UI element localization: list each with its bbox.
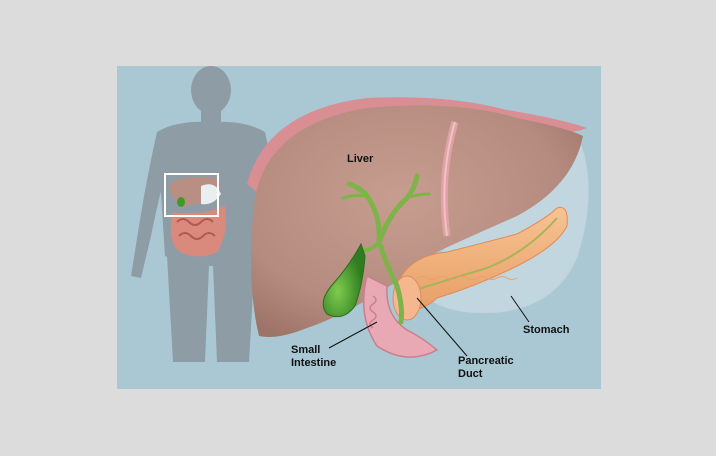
small-intestine-label-line1: Small: [291, 344, 321, 356]
pancreatic-duct-label-line1: Pancreatic: [458, 355, 514, 367]
small-intestine-label: Small Intestine: [291, 344, 336, 370]
liver-label-text: Liver: [347, 153, 374, 165]
pancreas-icon: [396, 206, 568, 311]
liver-icon: [251, 105, 583, 338]
anatomy-illustration: [117, 66, 601, 389]
stomach-label: Stomach: [523, 324, 569, 337]
pancreatic-duct-leader: [416, 297, 468, 357]
gallbladder-icon: [322, 242, 366, 318]
pancreatic-duct-label-line2: Duct: [458, 368, 483, 380]
small-intestine-label-line2: Intestine: [291, 357, 337, 369]
liver-label: Liver: [347, 153, 373, 166]
stomach-leader: [510, 295, 530, 323]
small-intestine-leader: [328, 321, 378, 349]
illustration-panel: Liver Small Intestine Pancreatic Duct St…: [117, 66, 601, 389]
bile-ducts: [341, 173, 431, 325]
pancreatic-duct-label: Pancreatic Duct: [458, 355, 514, 381]
stomach-label-text: Stomach: [523, 324, 570, 336]
organ-inset-icon: [164, 173, 226, 257]
pancreatic-duct-line: [408, 217, 558, 293]
small-intestine-icon: [362, 274, 439, 358]
